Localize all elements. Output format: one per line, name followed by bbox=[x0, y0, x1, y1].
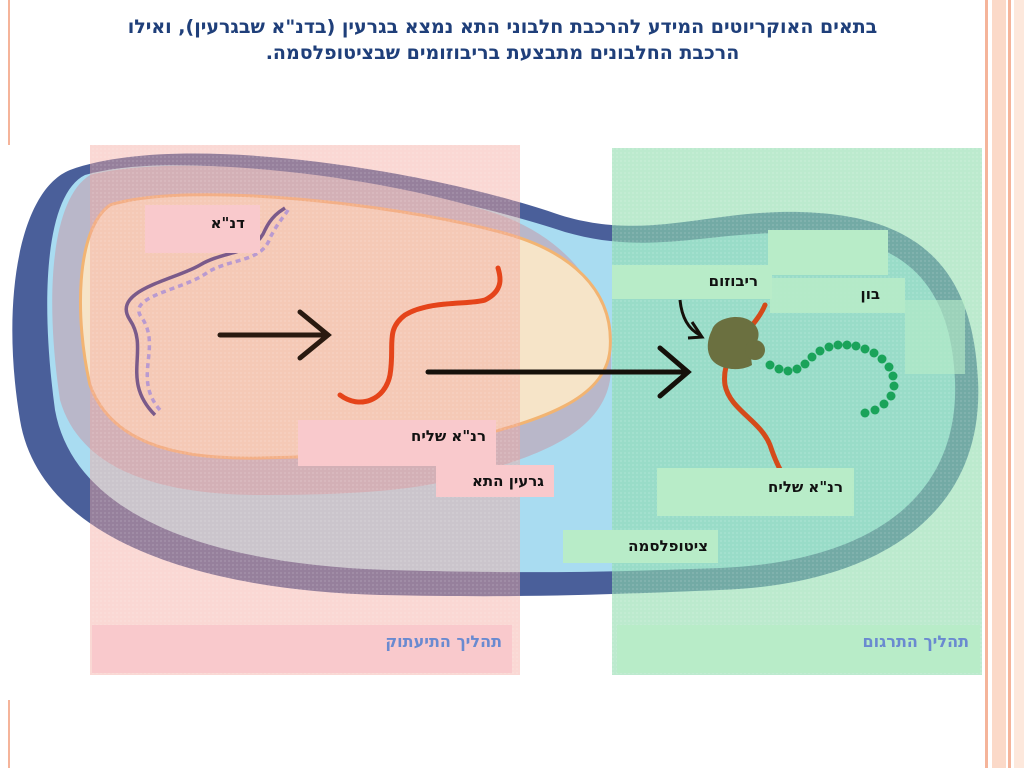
label-bg-mrna-cytoplasm bbox=[657, 468, 854, 516]
label-ribosome: ריבוזום bbox=[708, 272, 758, 290]
label-bg-mrna-nucleus bbox=[298, 420, 496, 466]
label-nucleus: גרעין התא bbox=[472, 472, 544, 490]
label-bg-ribosome bbox=[612, 265, 772, 299]
label-mrna-cytoplasm: רנ"א שליח bbox=[768, 478, 843, 496]
label-protein: בון bbox=[860, 285, 880, 303]
translation-process-label: תהליך התרגום bbox=[862, 632, 969, 651]
ribosome-pointer-arrow bbox=[678, 299, 701, 337]
label-dna: דנ"א bbox=[210, 214, 245, 232]
frame-stripe bbox=[992, 0, 1006, 768]
title-line-2: הרכבת החלבונים מתבצעת בריבוזומים שבציטופ… bbox=[265, 42, 740, 64]
frame-line bbox=[8, 0, 10, 145]
arrow-translation bbox=[425, 345, 692, 399]
ribosome-pointer-arrowhead bbox=[687, 321, 705, 340]
frame-stripe bbox=[1014, 0, 1024, 768]
label-bg-protein-2 bbox=[770, 278, 905, 313]
translation-label-bar bbox=[617, 625, 980, 673]
label-mrna-nucleus: רנ"א שליח bbox=[411, 427, 486, 445]
frame-line bbox=[8, 700, 10, 768]
frame-stripe bbox=[985, 0, 988, 768]
frame-stripe bbox=[1008, 0, 1011, 768]
dna-strand bbox=[124, 206, 290, 417]
translation-panel-texture bbox=[612, 148, 982, 675]
arrow-transcription bbox=[217, 309, 332, 361]
label-bg-protein-3 bbox=[905, 300, 965, 374]
label-bg-dna bbox=[145, 205, 260, 253]
transcription-process-label: תהליך התיעתוק bbox=[385, 632, 502, 651]
transcription-label-bar bbox=[92, 625, 512, 673]
label-bg-nucleus bbox=[436, 465, 554, 497]
ribosome bbox=[707, 316, 765, 370]
label-bg-cytoplasm bbox=[563, 530, 718, 563]
protein-chain bbox=[765, 340, 899, 418]
slide-title: בתאים האוקריוטים המידע להרכבת חלבוני התא… bbox=[30, 14, 975, 66]
mrna-nucleus bbox=[337, 265, 503, 405]
label-cytoplasm: ציטופלסמה bbox=[628, 537, 708, 555]
label-bg-protein bbox=[768, 230, 888, 275]
title-line-1: בתאים האוקריוטים המידע להרכבת חלבוני התא… bbox=[127, 16, 878, 38]
